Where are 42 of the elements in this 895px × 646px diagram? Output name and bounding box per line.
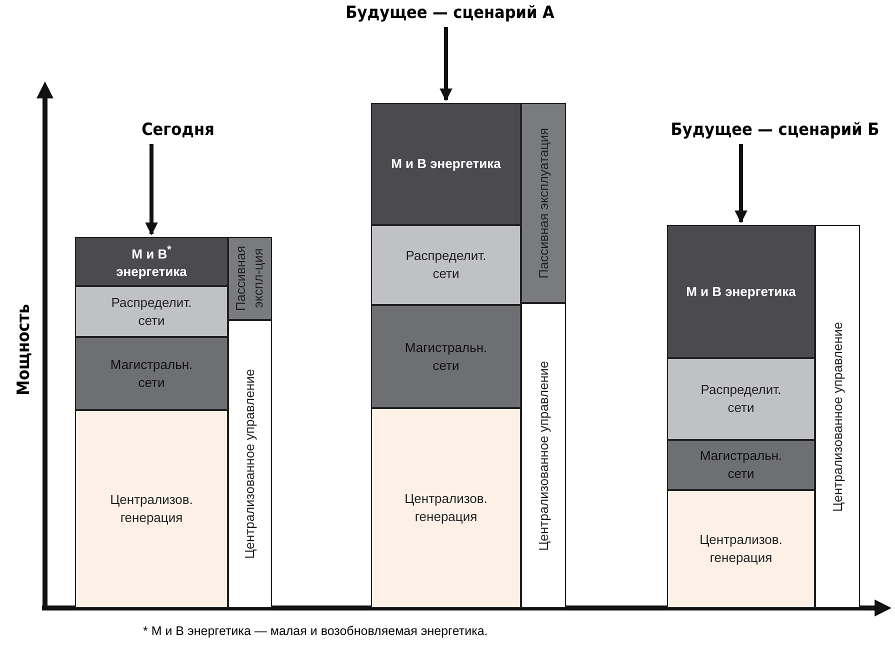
block-label: М и В энергетика: [686, 282, 796, 300]
column-heading: Будущее — сценарий Б: [670, 120, 880, 140]
block-label: Централизованное управление: [534, 360, 552, 550]
block-label: Пассивная эксплуатация: [534, 128, 552, 278]
distribution-block: [371, 225, 521, 305]
footnote: * М и В энергетика — малая и возобновляемая энергетика.: [143, 624, 488, 638]
arrow: [440, 27, 452, 102]
arrow: [734, 144, 748, 224]
transmission-block: [371, 305, 521, 408]
block-label: Централизов. генерация: [698, 531, 784, 567]
distribution-block: [667, 358, 815, 440]
block-label: Распределит. сети: [110, 294, 193, 330]
transmission-block: [75, 337, 228, 410]
control-block: [815, 225, 860, 608]
block-label: Распределит. сети: [404, 247, 488, 283]
control-block: [228, 320, 272, 608]
block-label: Магистральн. сети: [404, 338, 488, 374]
block-label: Централизов. генерация: [404, 490, 488, 526]
control-block: [521, 303, 566, 608]
generation-block: [667, 490, 815, 608]
block-label: Централизованное управление: [828, 322, 846, 512]
block-label: Магистральн. сети: [698, 447, 784, 483]
energy-block: [667, 225, 815, 358]
block-label: Пассивная экспл-ция: [232, 244, 267, 314]
column-heading: Сегодня: [142, 120, 214, 140]
energy-block: [75, 237, 228, 286]
block-label: М и В энергетика: [391, 155, 501, 173]
block-label: Централизов. генерация: [109, 491, 194, 527]
passive-operation-block: [521, 103, 566, 303]
generation-block: [75, 410, 228, 608]
block-label: Магистральн. сети: [109, 356, 194, 392]
block-label: М и В$^{*}$ энергетика: [115, 242, 188, 280]
axis-label: Мощность: [14, 304, 34, 396]
energy-block: [371, 103, 521, 225]
column-heading: Будущее — сценарий А: [346, 3, 554, 23]
distribution-block: [75, 286, 228, 337]
transmission-block: [667, 440, 815, 490]
arrow: [145, 144, 158, 236]
passive-operation-block: [228, 237, 272, 320]
block-label: Централизованное управление: [241, 369, 258, 559]
block-label: Распределит. сети: [700, 381, 782, 417]
generation-block: [371, 408, 521, 608]
